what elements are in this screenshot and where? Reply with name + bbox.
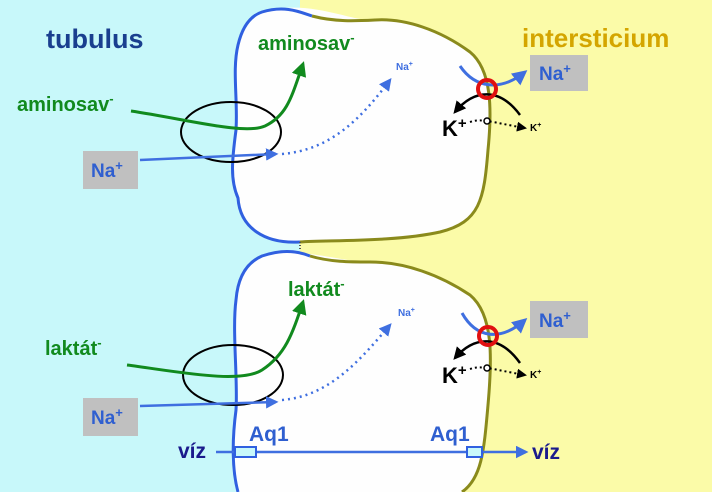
aq1-left-label: Aq1: [249, 423, 289, 446]
lower-pump-k-arrow: [453, 340, 522, 364]
lower-substrate-in-label: laktát-: [45, 335, 102, 360]
upper-pump-na-arrow: [458, 65, 528, 87]
lower-na-interstitium-label: Na+: [539, 308, 571, 332]
lower-na-interstitium-box: [530, 301, 588, 338]
upper-basolateral-membrane: [299, 14, 492, 244]
lower-cell: laktát- laktát- Na+ Na+ Na+ K+ K+: [45, 250, 588, 492]
lower-transporter: [182, 344, 284, 406]
lower-k-small-label: K+: [530, 369, 541, 381]
upper-k-big-label: K+: [442, 115, 467, 141]
upper-k-small-label: K+: [530, 122, 541, 134]
lower-k-channel-icon: [483, 364, 491, 372]
upper-na-cell-label: Na+: [396, 61, 413, 73]
lower-na-dotted-path: [281, 323, 392, 402]
lower-k-big-label: K+: [442, 362, 467, 388]
interstitium-label: intersticium: [522, 23, 669, 53]
lower-basolateral-membrane: [309, 254, 492, 492]
upper-cell: aminosav- aminosav- Na+ Na+ Na+ K+ K+: [17, 7, 588, 244]
lower-na-cell-label: Na+: [398, 307, 415, 319]
upper-substrate-in-label: aminosav-: [17, 91, 114, 116]
upper-na-arrow: [139, 148, 279, 162]
lower-substrate-arrow: [126, 299, 307, 378]
upper-na-lumen-box: [83, 151, 138, 189]
lower-pump-na-arrow: [460, 312, 528, 336]
upper-pump-k-arrow: [453, 93, 522, 116]
aq1-channel-apical: [234, 446, 257, 458]
water-right-label: víz: [532, 441, 560, 464]
lower-na-arrow: [139, 396, 279, 409]
lower-substrate-out-label: laktát-: [288, 276, 345, 301]
lower-apical-membrane: [231, 250, 311, 492]
upper-apical-membrane: [231, 7, 313, 244]
lower-pump-icon: [477, 325, 499, 347]
aq1-channel-basolateral: [466, 446, 483, 458]
tubulus-label: tubulus: [46, 24, 143, 54]
upper-na-lumen-label: Na+: [91, 158, 123, 182]
lower-na-lumen-box: [83, 398, 138, 436]
lower-na-lumen-label: Na+: [91, 405, 123, 429]
upper-substrate-out-label: aminosav-: [258, 30, 355, 55]
upper-na-interstitium-box: [530, 55, 588, 91]
upper-na-interstitium-label: Na+: [539, 61, 571, 85]
water-left-label: víz: [178, 440, 206, 463]
aq1-right-label: Aq1: [430, 423, 470, 446]
upper-k-channel-icon: [483, 117, 491, 125]
upper-substrate-arrow: [130, 61, 307, 131]
upper-pump-icon: [476, 78, 498, 100]
upper-transporter: [180, 101, 282, 163]
